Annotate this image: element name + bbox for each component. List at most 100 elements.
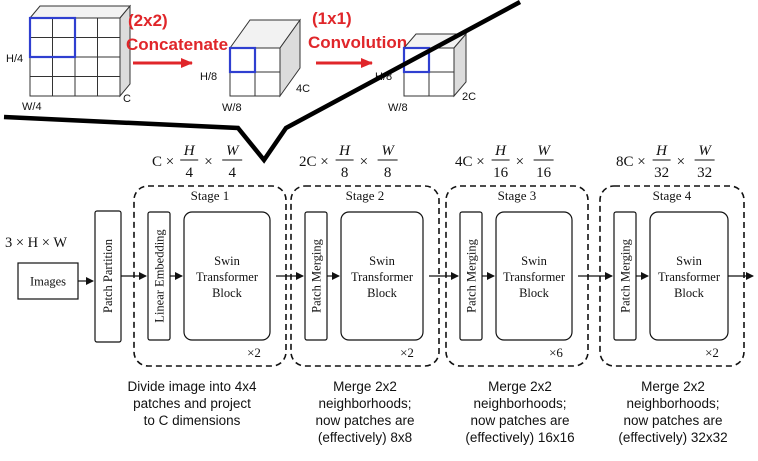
- stage-1-caption-line-3: to C dimensions: [143, 413, 241, 428]
- highlight-conv-patch: [402, 46, 431, 74]
- stage-3-caption: Merge 2x2 neighborhoods; now patches are (e…: [440, 378, 600, 446]
- stage-1-caption: Divide image into 4x4 patches and project…: [112, 378, 272, 429]
- stage-2-caption-line-4: (effectively) 8x8: [317, 430, 413, 445]
- cube-h8-w8-4c: [228, 18, 301, 98]
- stage-2-swin-label-2: Transformer: [351, 270, 414, 284]
- stage-4-h-num: H: [655, 143, 668, 159]
- stage-3-title: Stage 3: [498, 188, 537, 203]
- images-label: Images: [30, 275, 66, 289]
- cube2-depth-label: 4C: [296, 83, 310, 95]
- stage-3-swin-label-1: Swin: [521, 254, 547, 268]
- cube2-width-label: W/8: [222, 102, 242, 114]
- stage-2-caption-line-1: Merge 2x2: [333, 379, 397, 394]
- input-shape-label: 3 × H × W: [5, 235, 67, 251]
- stage-4-w-den: 32: [697, 165, 712, 181]
- stage-3: Stage 3 Patch Merging SwinTransformerBlock…: [429, 185, 589, 367]
- cube3-depth-label: 2C: [462, 91, 476, 103]
- stage-2-swin-block: [340, 211, 424, 341]
- stage-3-first-block-label: Patch Merging: [465, 238, 479, 312]
- cube3-width-label: W/8: [388, 102, 408, 114]
- stage-1-title: Stage 1: [191, 188, 230, 203]
- stage-1-w-num: W: [226, 143, 240, 159]
- stage-3-dims: 4C ×H16×W16: [455, 143, 554, 181]
- stage-4-h-den: 32: [654, 165, 669, 181]
- stage-1-repeat: ×2: [247, 345, 261, 360]
- stage-3-channels: 4C ×: [455, 154, 485, 170]
- stage-2-times: ×: [360, 154, 368, 170]
- cube1-height-label: H/4: [6, 53, 23, 65]
- stage-4-times: ×: [677, 154, 685, 170]
- stage-3-repeat: ×6: [549, 345, 563, 360]
- stage-3-h-den: 16: [493, 165, 509, 181]
- stage-2-w-den: 8: [384, 165, 392, 181]
- stage-1-channels: C ×: [152, 154, 174, 170]
- highlight-2x2-patch: [28, 16, 77, 59]
- stage-1-swin-label-1: Swin: [214, 254, 240, 268]
- stage-1-w-den: 4: [228, 165, 236, 181]
- stage-1-swin-block: [183, 211, 271, 341]
- stage-4-swin-label-1: Swin: [676, 254, 702, 268]
- patch-partition-label: Patch Partition: [101, 238, 115, 313]
- stage-4-swin-label-3: Block: [674, 286, 705, 300]
- stage-2-channels: 2C ×: [299, 154, 329, 170]
- stage-2-caption: Merge 2x2 neighborhoods; now patches are (e…: [285, 378, 445, 446]
- stage-4-swin-label-2: Transformer: [658, 270, 721, 284]
- highlight-merged-patch: [228, 46, 257, 74]
- images-box: [17, 262, 79, 300]
- stage-2-w-num: W: [381, 143, 395, 159]
- stage-1-swin-label-2: Transformer: [196, 270, 259, 284]
- stage-3-h-num: H: [494, 143, 507, 159]
- stage-2-caption-line-2: neighborhoods;: [318, 396, 412, 411]
- cube-h8-w8-2c: [402, 32, 468, 98]
- stage-1-dims: C × H 4 × W 4: [152, 143, 243, 181]
- stage-4-caption-line-1: Merge 2x2: [641, 379, 705, 394]
- stage-3-times: ×: [516, 154, 524, 170]
- cube1-width-label: W/4: [22, 101, 42, 113]
- stage-3-caption-line-4: (effectively) 16x16: [465, 430, 575, 445]
- stage-2-title: Stage 2: [346, 188, 385, 203]
- stage-4-channels: 8C ×: [616, 154, 646, 170]
- stage-4-caption-line-3: now patches are: [623, 413, 723, 428]
- stage-2-swin-label-1: Swin: [369, 254, 395, 268]
- stage-2-h-num: H: [338, 143, 351, 159]
- stage-4-caption-line-2: neighborhoods;: [626, 396, 720, 411]
- concat-op-line2: Concatenate: [126, 35, 228, 54]
- stage-3-caption-line-3: now patches are: [470, 413, 570, 428]
- cube-h4-w4-c: [28, 4, 132, 98]
- stage-1-times: ×: [204, 154, 212, 170]
- stage-3-swin-block: [495, 211, 573, 341]
- stage-1-swin-label-3: Block: [212, 286, 243, 300]
- zoom-callout-lines: [3, 0, 522, 164]
- conv-op-line2: Convolution: [308, 33, 407, 52]
- stage-3-w-den: 16: [536, 165, 552, 181]
- stage-4-first-block-label: Patch Merging: [619, 238, 633, 312]
- stage-2-h-den: 8: [341, 165, 349, 181]
- conv-op-line1: (1x1): [312, 9, 352, 28]
- stage-1-h-den: 4: [185, 165, 193, 181]
- stage-2-repeat: ×2: [400, 345, 414, 360]
- cube2-height-label: H/8: [200, 71, 217, 83]
- stage-2-swin-label-3: Block: [367, 286, 398, 300]
- stage-4-dims: 8C ×H32×W32: [616, 143, 715, 181]
- stage-2: Stage 2 Patch Merging SwinTransformerBlock…: [276, 185, 440, 367]
- stage-3-caption-line-2: neighborhoods;: [473, 396, 567, 411]
- stage-1-h-num: H: [183, 143, 196, 159]
- stage-1-caption-line-1: Divide image into 4x4: [127, 379, 257, 394]
- stage-4-caption: Merge 2x2 neighborhoods; now patches are (e…: [593, 378, 753, 446]
- stage-1: Stage 1 Linear Embedding SwinTransformerBl…: [121, 185, 287, 367]
- stage-2-first-block-label: Patch Merging: [310, 238, 324, 312]
- stage-4-repeat: ×2: [705, 345, 719, 360]
- stage-2-caption-line-3: now patches are: [315, 413, 415, 428]
- stage-4-caption-line-4: (effectively) 32x32: [618, 430, 728, 445]
- concat-op-line1: (2x2): [128, 11, 168, 30]
- stage-3-swin-label-2: Transformer: [503, 270, 566, 284]
- stage-1-caption-line-2: patches and project: [133, 396, 251, 411]
- stage-1-first-block-label: Linear Embedding: [153, 229, 167, 323]
- stage-3-swin-label-3: Block: [519, 286, 550, 300]
- stage-3-caption-line-1: Merge 2x2: [488, 379, 552, 394]
- cube1-depth-label: C: [123, 93, 131, 105]
- stage-2-dims: 2C × H 8 × W 8: [299, 143, 398, 181]
